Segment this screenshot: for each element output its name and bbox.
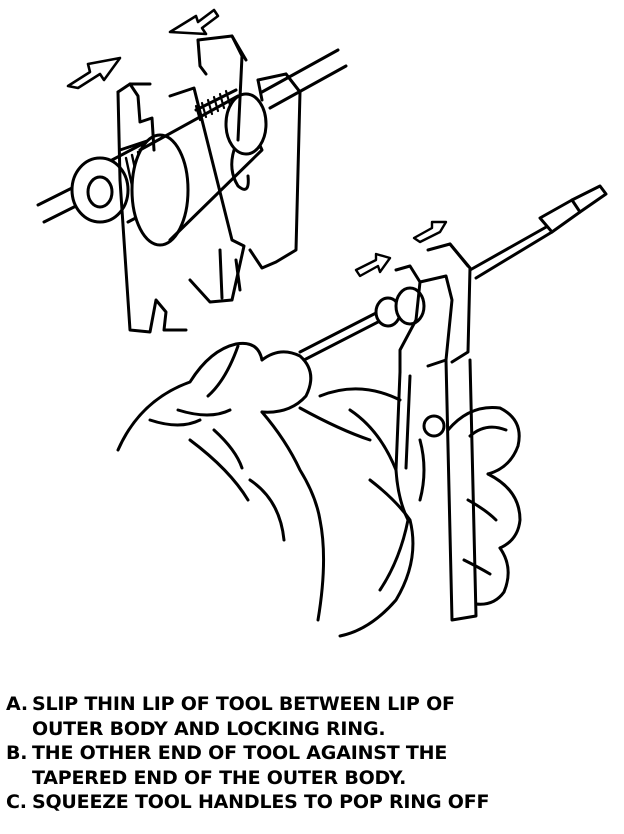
instruction-letter: A.: [6, 693, 28, 715]
instruction-list: A.SLIP THIN LIP OF TOOL BETWEEN LIP OF O…: [6, 692, 618, 815]
tool-illustration: [36, 8, 608, 638]
hands-view: [116, 184, 608, 638]
instruction-letter: B.: [6, 742, 28, 764]
instruction-line: SLIP THIN LIP OF TOOL BETWEEN LIP OF: [32, 693, 455, 715]
instruction-line: SQUEEZE TOOL HANDLES TO POP RING OFF: [32, 791, 490, 813]
detail-view: [36, 8, 348, 334]
instruction-letter: C.: [6, 791, 27, 813]
instruction-line: TAPERED END OF THE OUTER BODY.: [32, 766, 407, 789]
instruction-b: B.THE OTHER END OF TOOL AGAINST THE TAPE…: [6, 741, 618, 790]
instruction-line: OUTER BODY AND LOCKING RING.: [32, 717, 386, 740]
instruction-c: C.SQUEEZE TOOL HANDLES TO POP RING OFF: [6, 790, 618, 815]
instruction-line: THE OTHER END OF TOOL AGAINST THE: [32, 742, 448, 764]
instruction-a: A.SLIP THIN LIP OF TOOL BETWEEN LIP OF O…: [6, 692, 618, 741]
